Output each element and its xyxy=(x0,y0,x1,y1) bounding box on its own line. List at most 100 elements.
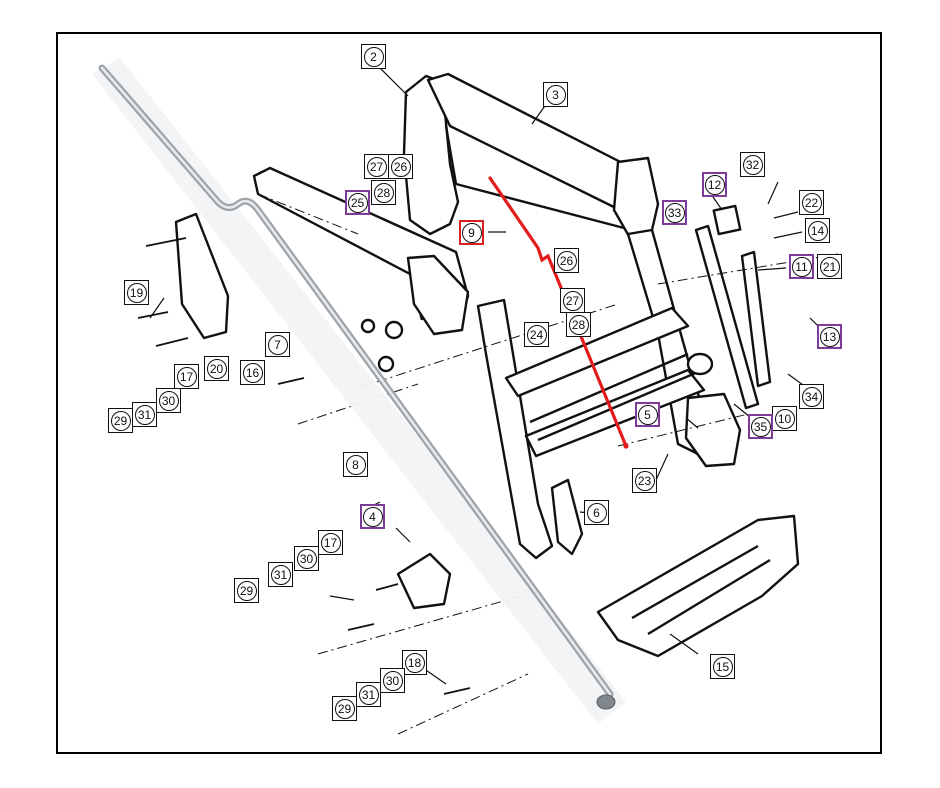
callout-number: 13 xyxy=(822,329,837,344)
callout-ring: 26 xyxy=(390,156,411,177)
callout-29: 29 xyxy=(234,578,259,603)
callout-27: 27 xyxy=(560,288,585,313)
callout-ring: 31 xyxy=(358,684,379,705)
callout-ring: 22 xyxy=(801,192,822,213)
callout-2: 2 xyxy=(361,44,386,69)
callout-number: 24 xyxy=(529,327,544,342)
callout-ring: 29 xyxy=(334,698,355,719)
callout-ring: 30 xyxy=(382,670,403,691)
callout-23: 23 xyxy=(632,468,657,493)
callout-number: 27 xyxy=(565,293,580,308)
callout-number: 21 xyxy=(822,259,837,274)
callout-number: 28 xyxy=(376,185,391,200)
callout-ring: 4 xyxy=(362,506,383,527)
callout-3: 3 xyxy=(543,82,568,107)
callout-ring: 33 xyxy=(664,202,685,223)
callout-ring: 15 xyxy=(712,656,733,677)
callout-number: 31 xyxy=(137,407,152,422)
callout-number: 32 xyxy=(745,157,760,172)
exploded-parts-drawing xyxy=(92,58,839,735)
callout-number: 5 xyxy=(644,407,651,422)
callout-4: 4 xyxy=(360,504,385,529)
callout-27: 27 xyxy=(364,154,389,179)
callout-number: 15 xyxy=(715,659,730,674)
quick-attach xyxy=(596,514,800,658)
callout-ring: 32 xyxy=(742,154,763,175)
callout-number: 35 xyxy=(753,419,768,434)
callout-ring: 10 xyxy=(774,408,795,429)
callout-35: 35 xyxy=(748,414,773,439)
lower-foot xyxy=(550,478,584,556)
callout-5: 5 xyxy=(635,402,660,427)
callout-number: 18 xyxy=(407,655,422,670)
callout-ring: 29 xyxy=(110,410,131,431)
callout-number: 29 xyxy=(239,583,254,598)
left-bracket-plate xyxy=(174,212,230,340)
callout-number: 4 xyxy=(369,509,376,524)
callout-ring: 18 xyxy=(404,652,425,673)
callout-ring: 17 xyxy=(320,532,341,553)
callout-number: 29 xyxy=(113,413,128,428)
callout-ring: 2 xyxy=(363,46,384,67)
callout-7: 7 xyxy=(265,332,290,357)
callout-13: 13 xyxy=(817,324,842,349)
callout-24: 24 xyxy=(524,322,549,347)
rod-end-fitting xyxy=(596,694,616,710)
callout-ring: 19 xyxy=(126,282,147,303)
callout-number: 17 xyxy=(179,369,194,384)
rod-photo-overlay xyxy=(92,58,626,724)
callout-ring: 35 xyxy=(750,416,771,437)
callout-number: 29 xyxy=(337,701,352,716)
callout-31: 31 xyxy=(268,562,293,587)
callout-ring: 31 xyxy=(270,564,291,585)
callout-31: 31 xyxy=(356,682,381,707)
callout-number: 33 xyxy=(667,205,682,220)
callout-ring: 12 xyxy=(704,174,725,195)
cross-tube xyxy=(529,352,699,442)
callout-ring: 28 xyxy=(568,314,589,335)
callout-28: 28 xyxy=(566,312,591,337)
callout-number: 31 xyxy=(273,567,288,582)
callout-6: 6 xyxy=(584,500,609,525)
callout-21: 21 xyxy=(817,254,842,279)
callout-number: 9 xyxy=(468,225,475,240)
callout-ring: 13 xyxy=(819,326,840,347)
callout-ring: 20 xyxy=(206,358,227,379)
cross-beam-lower xyxy=(524,368,706,458)
callout-30: 30 xyxy=(380,668,405,693)
callout-25: 25 xyxy=(345,190,370,215)
callout-14: 14 xyxy=(805,218,830,243)
callout-30: 30 xyxy=(156,388,181,413)
callout-number: 25 xyxy=(350,195,365,210)
callout-ring: 29 xyxy=(236,580,257,601)
callout-16: 16 xyxy=(240,360,265,385)
callout-ring: 34 xyxy=(801,386,822,407)
callout-ring: 16 xyxy=(242,362,263,383)
callout-31: 31 xyxy=(132,402,157,427)
callout-number: 27 xyxy=(369,159,384,174)
callout-ring: 11 xyxy=(791,256,812,277)
callout-12: 12 xyxy=(702,172,727,197)
callout-ring: 17 xyxy=(176,366,197,387)
callout-17: 17 xyxy=(318,530,343,555)
callout-number: 28 xyxy=(571,317,586,332)
callout-11: 11 xyxy=(789,254,814,279)
left-upright xyxy=(476,298,554,560)
callout-ring: 31 xyxy=(134,404,155,425)
callout-ring: 25 xyxy=(347,192,368,213)
callout-number: 16 xyxy=(245,365,260,380)
loader-frame xyxy=(137,72,839,735)
callout-18: 18 xyxy=(402,650,427,675)
callout-ring: 30 xyxy=(158,390,179,411)
callout-ring: 14 xyxy=(807,220,828,241)
callout-34: 34 xyxy=(799,384,824,409)
callout-ring: 30 xyxy=(296,548,317,569)
callout-number: 30 xyxy=(161,393,176,408)
callout-ring: 27 xyxy=(366,156,387,177)
callout-32: 32 xyxy=(740,152,765,177)
block-12 xyxy=(712,204,742,236)
callout-15: 15 xyxy=(710,654,735,679)
callout-ring: 21 xyxy=(819,256,840,277)
callout-number: 14 xyxy=(810,223,825,238)
